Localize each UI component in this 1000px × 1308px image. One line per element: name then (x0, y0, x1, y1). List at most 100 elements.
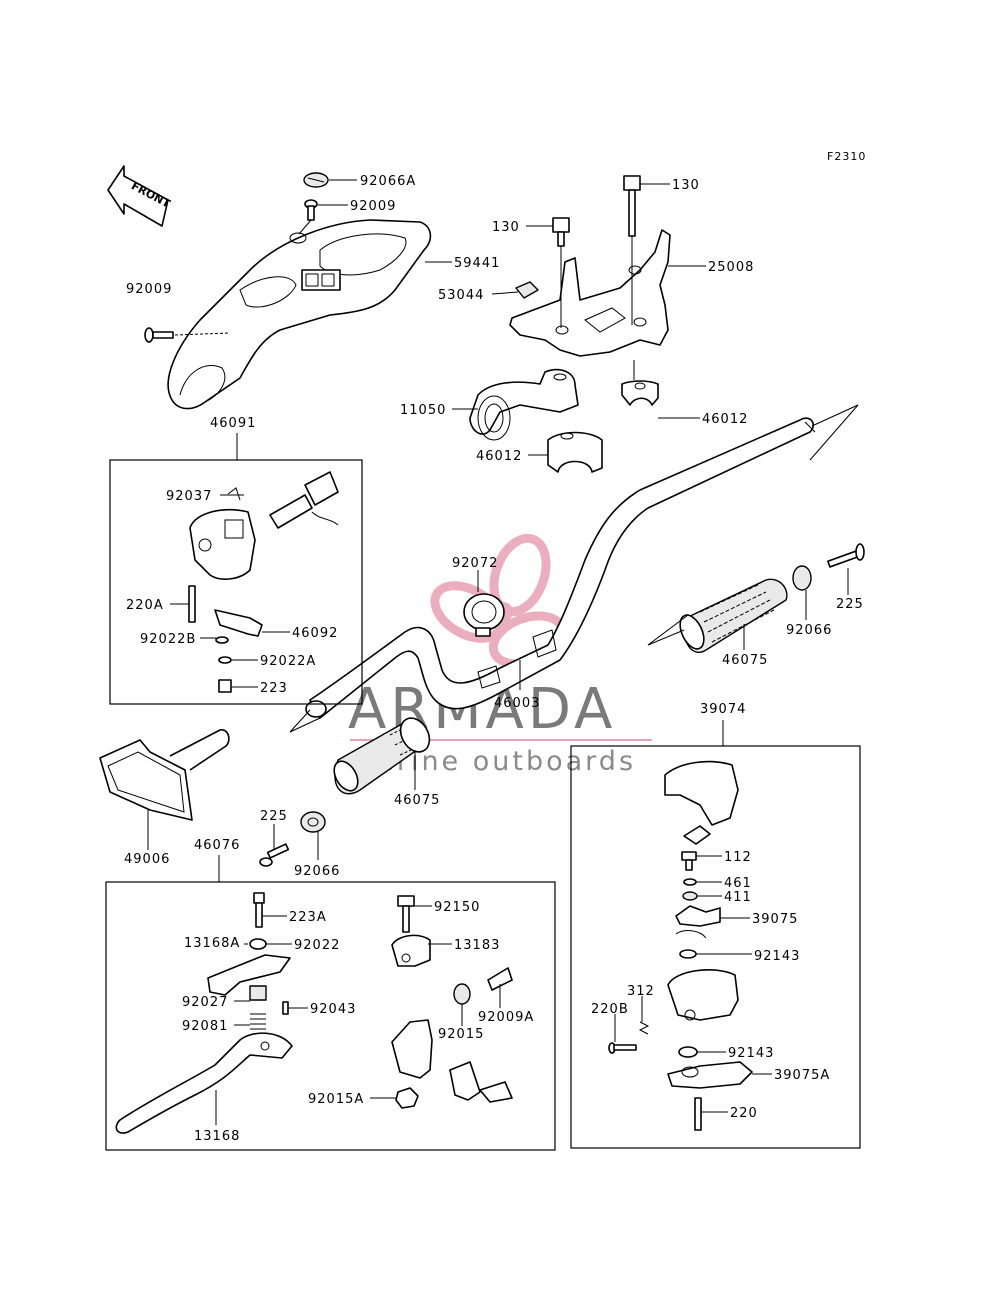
part-label: 92009A (478, 1010, 534, 1025)
screw-part (681, 851, 697, 871)
collar-part (249, 985, 267, 1001)
screw-part (144, 327, 231, 343)
part-label: 92143 (728, 1046, 774, 1061)
screw-part (298, 199, 318, 235)
part-label: 53044 (438, 288, 484, 303)
bolt-part (827, 543, 865, 568)
wire-clip-part (227, 487, 241, 501)
part-label: 46075 (722, 653, 768, 668)
switch-housing-part (667, 969, 739, 1021)
part-label: 461 (724, 876, 752, 891)
switch-cover-part (664, 760, 739, 826)
part-label: 312 (627, 984, 655, 999)
bolt-part (552, 217, 570, 328)
part-label: 39075 (752, 912, 798, 927)
part-label: 92022B (140, 632, 196, 647)
cushion-part (515, 281, 539, 299)
handlebar-cover-part (167, 219, 432, 410)
part-label: 92066 (786, 623, 832, 638)
part-label: 46012 (702, 412, 748, 427)
diagram-code: F2310 (827, 150, 866, 163)
part-label: 25008 (708, 260, 754, 275)
nut-part (395, 1087, 419, 1109)
part-label: 92022 (294, 938, 340, 953)
part-label: 130 (492, 220, 520, 235)
part-label: 46003 (494, 696, 540, 711)
clamp-part (391, 934, 431, 967)
screw-part (694, 1097, 702, 1131)
grip-part (647, 578, 788, 653)
bolt-part (253, 892, 265, 928)
washer-part (682, 878, 698, 901)
bracket-part (509, 229, 671, 357)
part-label: 46092 (292, 626, 338, 641)
part-label: 130 (672, 178, 700, 193)
end-cap-part (300, 811, 326, 833)
part-label: 92009 (126, 282, 172, 297)
part-label: 92150 (434, 900, 480, 915)
part-label: 220B (591, 1002, 629, 1017)
part-label: 92037 (166, 489, 212, 504)
part-label: 46075 (394, 793, 440, 808)
part-label: 225 (836, 597, 864, 612)
part-label: 46076 (194, 838, 240, 853)
bolt-part (397, 895, 415, 933)
part-label: 92072 (452, 556, 498, 571)
part-label: 92015 (438, 1027, 484, 1042)
clutch-lever-part (115, 1032, 293, 1134)
washer-part (215, 636, 232, 664)
part-label: 39075A (774, 1068, 830, 1083)
holder-part (547, 431, 603, 473)
cap-part (303, 172, 329, 188)
part-label: 49006 (124, 852, 170, 867)
switch-housing-part (189, 471, 339, 580)
contact-part (683, 825, 711, 845)
grip-part (333, 717, 431, 795)
holder-part (621, 360, 659, 406)
part-label: 92015A (308, 1092, 364, 1107)
washer-part (678, 949, 698, 1058)
part-label: 59441 (454, 256, 500, 271)
handlebar-part (289, 404, 859, 733)
part-label: 220A (126, 598, 164, 613)
starter-switch-box (570, 745, 861, 1149)
part-label: 13183 (454, 938, 500, 953)
screw-part (188, 585, 196, 623)
part-label: 223A (289, 910, 327, 925)
part-label: 92066A (360, 174, 416, 189)
screw-part (608, 1042, 637, 1054)
spring-part (250, 1013, 266, 1030)
part-label: 92043 (310, 1002, 356, 1017)
part-label: 11050 (400, 403, 446, 418)
part-label: 223 (260, 681, 288, 696)
part-label: 46012 (476, 449, 522, 464)
part-label: 92022A (260, 654, 316, 669)
part-label: 39074 (700, 702, 746, 717)
leader-lines (147, 179, 849, 1125)
part-label: 92143 (754, 949, 800, 964)
bolt-part (259, 843, 290, 867)
end-cap-part (792, 565, 812, 591)
switch-assembly-box (109, 459, 363, 705)
lever-holder-part (391, 1019, 513, 1103)
part-label: 112 (724, 850, 752, 865)
washer-part (249, 938, 267, 950)
part-label: 220 (730, 1106, 758, 1121)
front-arrow-icon: FRONT (107, 165, 173, 227)
part-label: 92027 (182, 995, 228, 1010)
clamp-part (463, 593, 505, 637)
lever-assembly-box (105, 881, 556, 1151)
lever-bracket-part (207, 954, 291, 996)
part-label: 411 (724, 890, 752, 905)
lever-part (214, 609, 263, 637)
hand-guard-part (99, 729, 230, 821)
part-label: 13168A (184, 936, 240, 951)
lever-part (667, 1061, 753, 1089)
spring-part (675, 930, 707, 939)
plate-part (675, 905, 721, 927)
part-label: 13168 (194, 1129, 240, 1144)
part-label: 225 (260, 809, 288, 824)
part-label: 92081 (182, 1019, 228, 1034)
